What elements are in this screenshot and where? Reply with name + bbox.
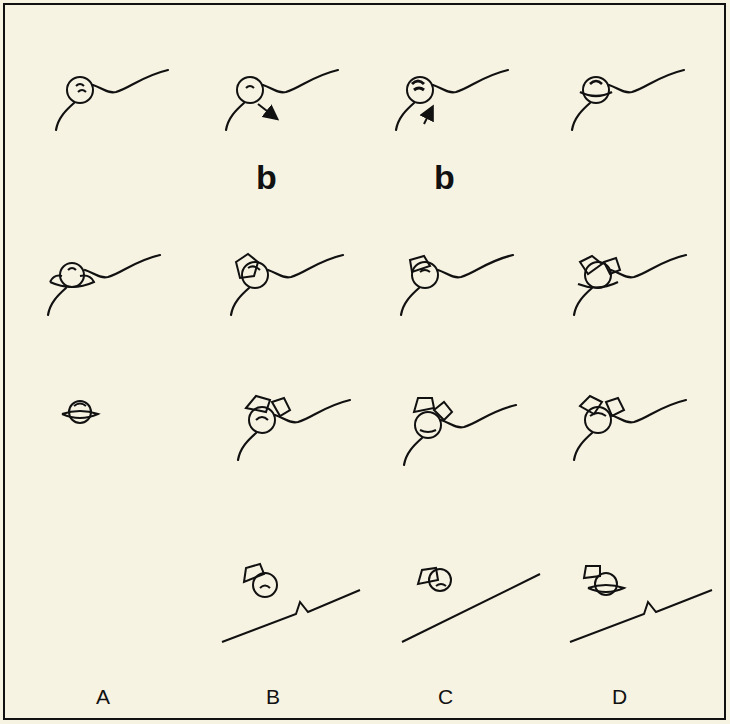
column-label: A	[96, 686, 110, 707]
arrow-label: b	[434, 160, 455, 194]
stage-figures	[48, 70, 712, 642]
column-label: B	[266, 686, 280, 707]
column-label: C	[438, 686, 453, 707]
column-label: D	[612, 686, 627, 707]
frame	[4, 4, 725, 719]
arrow-label: b	[256, 160, 277, 194]
